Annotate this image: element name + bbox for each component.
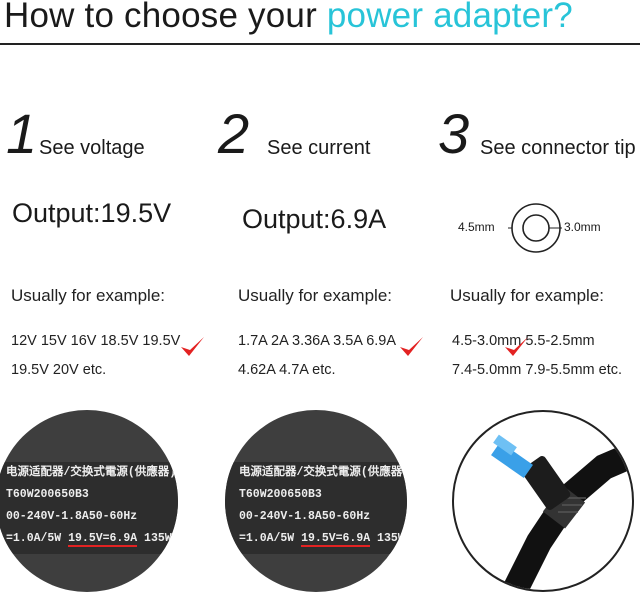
- adapter-label-photo-2: 电源适配器/交换式電源(供應器) T60W200650B3 00-240V-1.…: [225, 410, 407, 592]
- adapter-label-line4-suffix: 135W: [137, 532, 172, 545]
- step-1-example-line2: 19.5V 20V etc.: [11, 362, 107, 378]
- step-3-label: See connector tip: [480, 137, 636, 159]
- step-1-output: Output:19.5V: [12, 198, 172, 228]
- step-2-example-line2: 4.62A 4.7A etc.: [238, 362, 336, 378]
- adapter-label-line2: T60W200650B3: [239, 488, 322, 501]
- adapter-label-line1: 电源适配器/交换式電源(供應器): [239, 466, 407, 479]
- connector-plug-photo: [452, 410, 634, 592]
- adapter-label-line4-highlight: 19.5V=6.9A: [68, 532, 138, 547]
- step-1-label: See voltage: [39, 137, 145, 159]
- step-2-label: See current: [267, 137, 371, 159]
- connector-outer-diameter: 4.5mm: [458, 220, 495, 234]
- step-3-usually: Usually for example:: [450, 286, 605, 305]
- adapter-label-panel: 电源适配器/交换式電源(供應器) T60W200650B3 00-240V-1.…: [225, 462, 407, 554]
- step-3-number: 3: [438, 102, 470, 165]
- checkmark-icon: [400, 337, 423, 356]
- step-2-example-line1: 1.7A 2A 3.36A 3.5A 6.9A: [238, 333, 397, 349]
- connector-inner-diameter: 3.0mm: [564, 220, 601, 234]
- title-divider: [0, 43, 640, 45]
- step-2-usually: Usually for example:: [238, 286, 393, 305]
- title-main: How to choose your: [4, 0, 327, 35]
- adapter-label-panel: 电源适配器/交换式電源(供應器) T60W200650B3 00-240V-1.…: [0, 462, 178, 554]
- step-1-example-line1: 12V 15V 16V 18.5V 19.5V: [11, 333, 181, 349]
- adapter-label-line1: 电源适配器/交换式電源(供應器): [6, 466, 177, 479]
- plug-cable-icon: [491, 434, 632, 590]
- page-title: How to choose your power adapter?: [4, 0, 573, 36]
- adapter-label-line4: =1.0A/5W 19.5V=6.9A 135W: [239, 528, 407, 550]
- step-2-output: Output:6.9A: [242, 204, 387, 234]
- adapter-label-line2: T60W200650B3: [6, 488, 89, 501]
- adapter-label-line4: =1.0A/5W 19.5V=6.9A 135W: [6, 528, 178, 550]
- title-accent: power adapter?: [326, 0, 573, 35]
- adapter-label-line4-highlight: 19.5V=6.9A: [301, 532, 371, 547]
- adapter-label-line3: 00-240V-1.8A50-60Hz: [6, 510, 138, 523]
- adapter-label-line4-prefix: =1.0A/5W: [239, 532, 302, 545]
- adapter-label-photo-1: 电源适配器/交换式電源(供應器) T60W200650B3 00-240V-1.…: [0, 410, 178, 592]
- step-3-example-line2: 7.4-5.0mm 7.9-5.5mm etc.: [452, 362, 623, 378]
- adapter-label-line4-suffix: 135W: [370, 532, 405, 545]
- step-1-number: 1: [6, 102, 38, 165]
- connector-tip-icon: [508, 203, 562, 253]
- step-2-number: 2: [218, 102, 250, 165]
- adapter-label-line4-prefix: =1.0A/5W: [6, 532, 69, 545]
- checkmark-icon: [505, 337, 528, 356]
- checkmark-icon: [181, 337, 204, 356]
- step-3-example-line1: 4.5-3.0mm 5.5-2.5mm: [452, 333, 595, 349]
- adapter-label-line3: 00-240V-1.8A50-60Hz: [239, 510, 371, 523]
- step-1-usually: Usually for example:: [11, 286, 166, 305]
